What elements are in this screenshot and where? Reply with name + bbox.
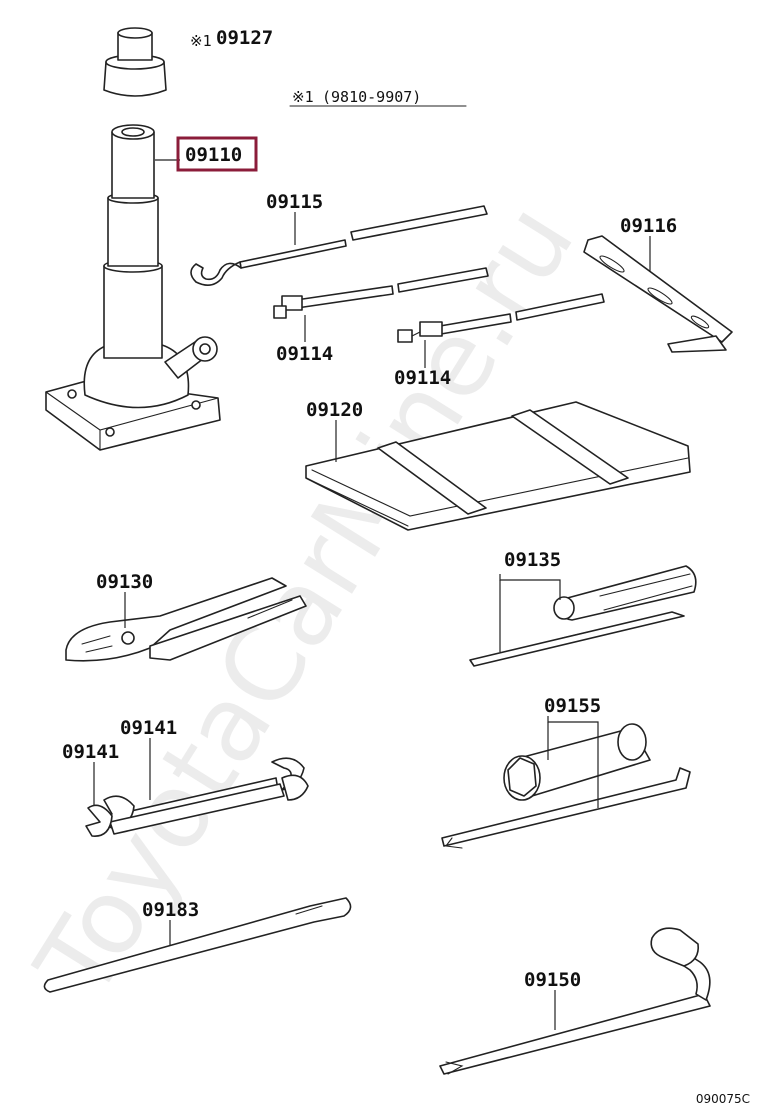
part-label-09141-lower[interactable]: 09141 xyxy=(62,741,119,763)
note-symbol: ※1 xyxy=(292,88,314,106)
part-label-09155[interactable]: 09155 xyxy=(544,695,601,717)
note-header: ※1 (9810-9907) xyxy=(289,88,467,107)
socket-wrench-icon xyxy=(441,723,691,849)
watermark: ToyotaCarMine.ru xyxy=(12,183,597,1019)
lug-wrench-icon xyxy=(439,927,711,1075)
pliers-icon xyxy=(65,577,307,662)
note-range: (9810-9907) xyxy=(322,88,421,106)
highlight-box xyxy=(176,136,258,172)
part-label-09120[interactable]: 09120 xyxy=(306,399,363,421)
drawing-code: 090075C xyxy=(696,1092,750,1106)
part-label-09110[interactable]: 09110 xyxy=(185,144,242,166)
part-label-09116[interactable]: 09116 xyxy=(620,215,677,237)
part-label-09130[interactable]: 09130 xyxy=(96,571,153,593)
part-label-09114-lower[interactable]: 09114 xyxy=(394,367,451,389)
note-marker: ※1 xyxy=(190,32,212,50)
jack-icon xyxy=(45,124,221,451)
part-label-09127[interactable]: 09127 xyxy=(216,27,273,49)
jack-cap-icon xyxy=(103,27,167,97)
tool-bag-icon xyxy=(305,401,691,531)
wrench-icon xyxy=(85,774,309,837)
screwdriver-icon xyxy=(469,565,697,667)
jack-handle-crank-icon xyxy=(583,235,733,353)
part-label-09183[interactable]: 09183 xyxy=(142,899,199,921)
part-label-09150[interactable]: 09150 xyxy=(524,969,581,991)
pry-bar-icon xyxy=(43,897,352,993)
part-label-09135[interactable]: 09135 xyxy=(504,549,561,571)
part-label-09115[interactable]: 09115 xyxy=(266,191,323,213)
jack-handle-hook-icon xyxy=(190,205,488,286)
jack-handle-extension-icon xyxy=(397,293,605,343)
jack-handle-extension-icon xyxy=(273,267,489,319)
part-label-09114-upper[interactable]: 09114 xyxy=(276,343,333,365)
part-label-09141-upper[interactable]: 09141 xyxy=(120,717,177,739)
